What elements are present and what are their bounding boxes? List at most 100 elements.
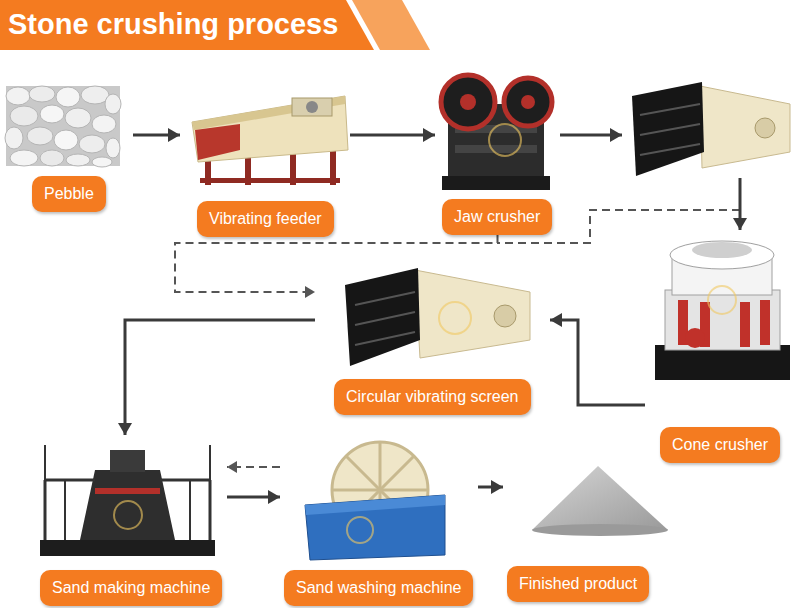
circular-screen-picture-part [355, 332, 415, 345]
flow-arrow [350, 135, 435, 136]
flow-arrow [478, 487, 503, 488]
vibrating-screen-picture [632, 82, 790, 176]
title-banner [0, 0, 430, 50]
cone-crusher-picture-part [740, 302, 750, 347]
pebble-picture-part [92, 115, 116, 133]
pebble-picture-part [6, 86, 120, 166]
pebble-picture-part [10, 106, 38, 126]
cone-crusher-picture-part [685, 328, 705, 348]
machine-label: Circular vibrating screen [346, 387, 519, 407]
label-pill: Sand washing machine [284, 570, 473, 606]
feeder-picture-part [292, 98, 332, 116]
arrow-line [175, 235, 498, 292]
title-banner-part [0, 0, 374, 50]
sand-pile-picture-part [532, 524, 668, 536]
feeder-picture [192, 96, 348, 185]
machine-label: Finished product [519, 574, 637, 594]
sand-making-picture-part [209, 480, 212, 540]
sand-making-picture-part [44, 445, 46, 480]
pebble-picture-part [65, 108, 91, 128]
dashed-flow-arrow [227, 467, 280, 468]
sand-making-picture-part [189, 480, 191, 540]
label-pill: Jaw crusher [442, 199, 552, 235]
label-pill: Cone crusher [660, 427, 780, 463]
pebble-picture-part [56, 87, 80, 107]
jaw-crusher-picture-part [504, 78, 552, 126]
sand-making-picture-part [40, 540, 215, 556]
cone-crusher-picture-part [760, 300, 770, 345]
sand-pile-picture-part [532, 466, 668, 530]
sand-making-picture-part [64, 480, 66, 540]
feeder-picture-part [200, 178, 340, 183]
label-pill: Finished product [507, 566, 649, 602]
sand-making-picture [40, 445, 215, 556]
vibrating-screen-picture-part [640, 124, 700, 135]
title-banner-part [352, 0, 430, 50]
label-pill: Pebble [32, 176, 106, 212]
machine-label: Jaw crusher [454, 207, 540, 227]
vibrating-screen-picture-part [640, 104, 700, 115]
sand-making-picture-part [95, 488, 160, 494]
pebble-picture [5, 86, 121, 167]
vibrating-screen-picture-part [755, 118, 775, 138]
label-pill: Vibrating feeder [197, 201, 334, 237]
cone-crusher-picture-part [670, 241, 774, 269]
flow-arrow [227, 497, 280, 498]
pebble-picture-part [6, 87, 30, 105]
arrow-line [478, 486, 503, 489]
jaw-crusher-picture-part [455, 145, 537, 153]
machine-node: Circular vibrating screen [315, 262, 550, 415]
circular-screen-picture-part [415, 270, 530, 358]
sand-washing-picture-part [347, 517, 373, 543]
pebble-picture-part [29, 86, 55, 102]
machine-node: Vibrating feeder [180, 85, 350, 237]
vibrating-screen-picture-part [632, 82, 704, 176]
pebble-picture-part [40, 150, 64, 166]
pebble-picture-part [106, 138, 120, 158]
machine-node: Jaw crusher [435, 70, 560, 235]
cone-crusher-picture-part [665, 290, 780, 350]
jaw-crusher-picture-part [441, 75, 495, 129]
flow-arrow [550, 320, 645, 405]
arrow-line [550, 320, 645, 405]
cone-crusher-picture [655, 241, 790, 380]
arrow-line [560, 134, 622, 137]
feeder-picture-part [192, 96, 348, 162]
sand-making-picture-part [45, 479, 95, 482]
arrow-line [739, 178, 742, 230]
arrow-line [125, 320, 315, 435]
arrow-line [350, 134, 435, 137]
sand-making-picture-part [44, 480, 47, 540]
arrow-line [227, 496, 280, 499]
pebble-picture-part [27, 127, 53, 145]
machine-node: Pebble [5, 80, 133, 212]
sand-washing-picture-part [305, 495, 445, 560]
pebble-picture-part [66, 154, 90, 166]
circular-screen-picture-part [345, 268, 420, 366]
sand-washing-picture-part [305, 495, 445, 515]
machine-label: Sand making machine [52, 578, 210, 598]
feeder-picture-part [192, 96, 345, 130]
title-box: Stone crushing process [8, 6, 338, 42]
circular-screen-picture-part [439, 302, 471, 334]
sand-pile-picture [532, 466, 668, 536]
pebble-picture-part [105, 94, 121, 114]
circular-screen-picture-part [355, 312, 415, 325]
feeder-picture-part [195, 124, 240, 160]
circular-screen-picture [345, 268, 530, 366]
cone-crusher-picture-part [708, 286, 736, 314]
circular-screen-picture-part [355, 292, 415, 305]
label-pill: Circular vibrating screen [334, 379, 531, 415]
jaw-crusher-picture [441, 75, 552, 190]
machine-label: Vibrating feeder [209, 209, 322, 229]
machine-node: Cone crusher [645, 230, 795, 463]
pebble-picture-part [79, 135, 105, 153]
jaw-crusher-picture-part [521, 95, 535, 109]
cone-crusher-picture-part [692, 242, 752, 258]
machine-label: Sand washing machine [296, 578, 461, 598]
machine-node: Finished product [503, 460, 653, 602]
machine-label: Cone crusher [672, 435, 768, 455]
flow-arrow [560, 135, 740, 230]
